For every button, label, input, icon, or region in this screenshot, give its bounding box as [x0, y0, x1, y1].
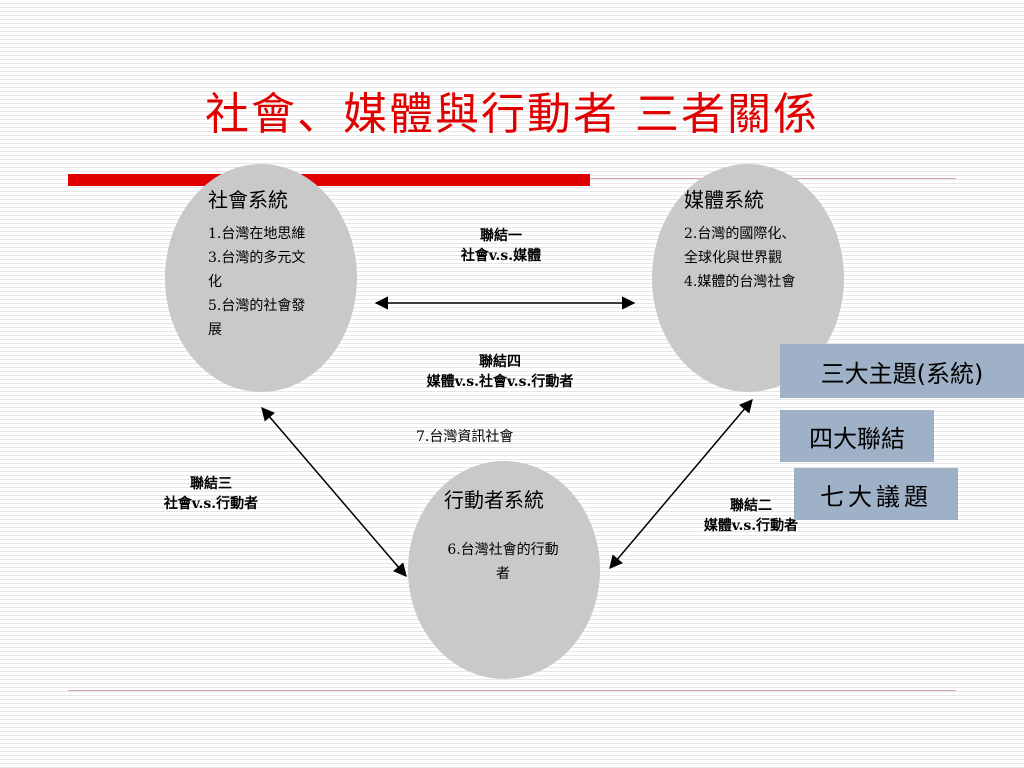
- social-system-title: 社會系統: [208, 188, 288, 212]
- social-system-ellipse: [165, 164, 357, 392]
- legend-themes-box: 三大主題(系統): [780, 344, 1024, 398]
- social-item-3: 3.台灣的多元文化: [208, 250, 306, 290]
- link-four-name: 聯結四: [479, 354, 521, 370]
- link-four-desc: 媒體v.s.社會v.s.行動者: [426, 374, 574, 390]
- topic-seven-label: 7.台灣資訊社會: [416, 429, 514, 445]
- link-three-name: 聯結三: [190, 476, 232, 492]
- social-item-5: 5.台灣的社會發展: [208, 298, 306, 338]
- title-underline-bar: [68, 174, 590, 186]
- link-two-arrow: [609, 398, 753, 570]
- slide-title: 社會、媒體與行動者 三者關係: [205, 89, 819, 140]
- social-item-1: 1.台灣在地思維: [208, 226, 306, 242]
- media-item-4: 4.媒體的台灣社會: [684, 274, 796, 290]
- social-system-items: 1.台灣在地思維 3.台灣的多元文化 5.台灣的社會發展: [208, 222, 308, 342]
- media-system-title: 媒體系統: [684, 188, 764, 212]
- media-item-2: 2.台灣的國際化、全球化與世界觀: [684, 226, 796, 266]
- link-one-desc: 社會v.s.媒體: [460, 248, 542, 264]
- legend-issues-box: 七大議題: [794, 468, 958, 520]
- link-four-label: 聯結四 媒體v.s.社會v.s.行動者: [380, 352, 620, 392]
- link-one-name: 聯結一: [480, 228, 522, 244]
- actor-system-items: 6.台灣社會的行動者: [444, 538, 562, 586]
- legend-links-box: 四大聯結: [780, 410, 934, 462]
- actor-item-6: 6.台灣社會的行動者: [447, 542, 559, 582]
- actor-system-title: 行動者系統: [444, 488, 544, 512]
- link-one-label: 聯結一 社會v.s.媒體: [436, 226, 566, 266]
- media-system-items: 2.台灣的國際化、全球化與世界觀 4.媒體的台灣社會: [684, 222, 804, 294]
- footer-rule: [68, 690, 956, 691]
- link-three-label: 聯結三 社會v.s.行動者: [136, 474, 286, 514]
- actor-system-ellipse: [408, 461, 600, 679]
- link-three-desc: 社會v.s.行動者: [163, 496, 259, 512]
